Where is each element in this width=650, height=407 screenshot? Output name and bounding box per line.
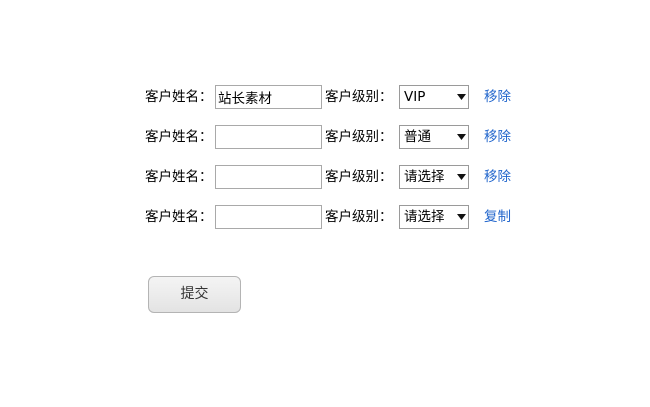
customer-name-input[interactable] bbox=[215, 165, 322, 189]
customer-name-input[interactable] bbox=[215, 205, 322, 229]
customer-level-label: 客户级别： bbox=[325, 209, 393, 225]
chevron-down-icon bbox=[454, 166, 468, 188]
chevron-down-icon bbox=[454, 126, 468, 148]
customer-name-label: 客户姓名： bbox=[145, 169, 213, 185]
customer-row-2: 客户姓名： 客户级别： 普通 移除 bbox=[145, 124, 565, 150]
row-action-remove-link[interactable]: 移除 bbox=[484, 129, 511, 145]
row-action-remove-link[interactable]: 移除 bbox=[484, 169, 511, 185]
customer-level-label: 客户级别： bbox=[325, 169, 393, 185]
chevron-down-icon bbox=[454, 206, 468, 228]
row-action-remove-link[interactable]: 移除 bbox=[484, 89, 511, 105]
submit-area: 提交 bbox=[148, 276, 241, 313]
customer-level-label: 客户级别： bbox=[325, 89, 393, 105]
customer-level-label: 客户级别： bbox=[325, 129, 393, 145]
customer-name-input[interactable] bbox=[215, 85, 322, 109]
customer-name-input[interactable] bbox=[215, 125, 322, 149]
customer-level-selected-value: 请选择 bbox=[404, 209, 445, 225]
customer-name-label: 客户姓名： bbox=[145, 209, 213, 225]
customer-level-selected-value: 普通 bbox=[404, 129, 431, 145]
customer-level-select[interactable]: VIP bbox=[399, 85, 469, 109]
customer-level-select[interactable]: 请选择 bbox=[399, 205, 469, 229]
customer-level-select[interactable]: 普通 bbox=[399, 125, 469, 149]
submit-button[interactable]: 提交 bbox=[148, 276, 241, 313]
customer-row-1: 客户姓名： 客户级别： VIP 移除 bbox=[145, 84, 565, 110]
customer-name-label: 客户姓名： bbox=[145, 89, 213, 105]
customer-level-select[interactable]: 请选择 bbox=[399, 165, 469, 189]
row-action-copy-link[interactable]: 复制 bbox=[484, 209, 511, 225]
chevron-down-icon bbox=[454, 86, 468, 108]
customer-form: 客户姓名： 客户级别： VIP 移除 客户姓名： 客户级别： 普通 移除 客户姓… bbox=[145, 84, 565, 244]
customer-row-3: 客户姓名： 客户级别： 请选择 移除 bbox=[145, 164, 565, 190]
customer-level-selected-value: VIP bbox=[404, 89, 426, 105]
customer-level-selected-value: 请选择 bbox=[404, 169, 445, 185]
customer-name-label: 客户姓名： bbox=[145, 129, 213, 145]
customer-row-4: 客户姓名： 客户级别： 请选择 复制 bbox=[145, 204, 565, 230]
